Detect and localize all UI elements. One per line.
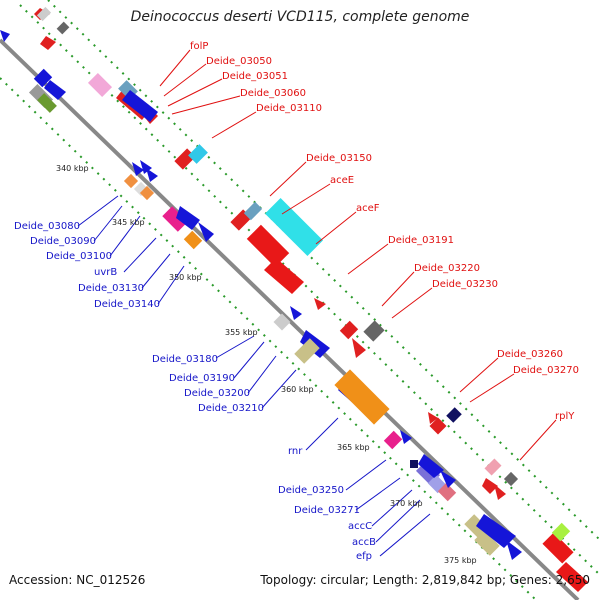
gene-label: Deide_03260 xyxy=(497,349,563,360)
gene-label: Deide_03191 xyxy=(388,235,454,246)
tick-label: 350 kbp xyxy=(169,273,202,282)
tick-label: 370 kbp xyxy=(390,499,423,508)
gene-label: Deide_03190 xyxy=(169,373,235,384)
forward-leader-lines xyxy=(159,49,557,461)
gene-label: rnr xyxy=(288,446,303,457)
topology-text: Topology: circular; Length: 2,819,842 bp… xyxy=(260,573,590,587)
gene-label: rplY xyxy=(555,411,575,422)
tick-label: 375 kbp xyxy=(444,556,477,565)
tick-label: 365 kbp xyxy=(337,443,370,452)
gene-label: Deide_03210 xyxy=(198,403,264,414)
gene-label: Deide_03250 xyxy=(278,485,344,496)
gene-label: Deide_03140 xyxy=(94,299,160,310)
forward-genes xyxy=(34,6,588,592)
gene-label: Deide_03090 xyxy=(30,236,96,247)
tick-labels: 340 kbp 345 kbp 350 kbp 355 kbp 360 kbp … xyxy=(56,164,477,565)
gene-label: Deide_03060 xyxy=(240,88,306,99)
gene-label: Deide_03271 xyxy=(294,505,360,516)
gene-label: Deide_03200 xyxy=(184,388,250,399)
gene-label: aceE xyxy=(330,175,354,186)
tick-label: 360 kbp xyxy=(281,385,314,394)
gene-label: Deide_03050 xyxy=(206,56,272,67)
gene-label: Deide_03220 xyxy=(414,263,480,274)
gene-label: Deide_03130 xyxy=(78,283,144,294)
map-title: Deinococcus deserti VCD115, complete gen… xyxy=(130,9,470,25)
gene-label: Deide_03051 xyxy=(222,71,288,82)
gene-label: Deide_03180 xyxy=(152,354,218,365)
gene-label: accB xyxy=(352,537,376,548)
gene-label: Deide_03230 xyxy=(432,279,498,290)
reverse-labels: Deide_03080 Deide_03090 Deide_03100 uvrB… xyxy=(14,221,376,562)
reverse-leader-lines xyxy=(77,195,431,557)
gene-label: accC xyxy=(348,521,372,532)
gene-label: aceF xyxy=(356,203,380,214)
accession-text: Accession: NC_012526 xyxy=(9,573,146,587)
tick-label: 345 kbp xyxy=(112,218,145,227)
gene-label: Deide_03270 xyxy=(513,365,579,376)
gene-label: Deide_03150 xyxy=(306,153,372,164)
gene-label: efp xyxy=(356,551,372,562)
gene-label: Deide_03110 xyxy=(256,103,322,114)
gene-label: folP xyxy=(190,41,208,52)
genome-backbone xyxy=(0,38,580,600)
forward-labels: folP Deide_03050 Deide_03051 Deide_03060… xyxy=(190,41,579,422)
gene-label: Deide_03100 xyxy=(46,251,112,262)
tick-label: 355 kbp xyxy=(225,328,258,337)
gene-label: uvrB xyxy=(94,267,117,278)
tick-label: 340 kbp xyxy=(56,164,89,173)
gene-label: Deide_03080 xyxy=(14,221,80,232)
reverse-genes xyxy=(0,30,522,560)
